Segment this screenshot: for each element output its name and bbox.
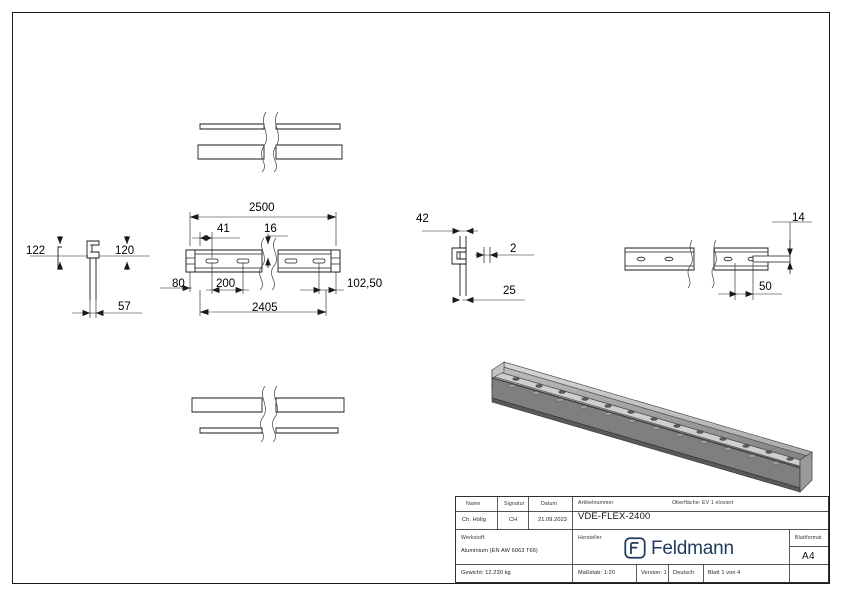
top-plan-view [197,111,343,173]
th-surface: Oberfläche: EV 1 eloxiert [672,500,734,506]
tv-name: Ch. Hölig [462,517,486,523]
dim-label-50: 50 [759,281,772,293]
dim-label-2500: 2500 [249,202,275,214]
tv-sheet-format: A4 [802,551,815,562]
feldmann-f-logo-icon [624,537,646,559]
th-sheet-format: Blattformat [795,535,822,541]
dim-label-80: 80 [172,278,185,290]
dim-label-2: 2 [510,243,517,255]
tv-sheet: Blatt 1 von 4 [708,570,741,576]
th-name: Name [466,501,481,507]
dim-label-122: 122 [26,245,46,257]
title-block-grid [455,496,829,583]
right-end-views [624,221,812,300]
dim-label-102-50: 102,50 [347,278,383,290]
th-article: Artikelnummer [578,500,614,506]
tv-material: Aluminium (EN AW 6063 T66) [461,548,538,554]
left-end-view [30,236,150,318]
tv-date: 21.09.2023 [538,517,567,523]
th-material: Werkstoff: [461,535,486,541]
tv-signature: CH [509,517,518,523]
th-signature: Signatur [504,501,525,507]
th-date: Datum [541,501,558,507]
dim-label-14: 14 [792,212,805,224]
center-elevation-view [160,212,344,316]
cross-section-profile-view [422,227,534,304]
dim-label-57: 57 [118,301,131,313]
tv-scale: Maßstab: 1:20 [578,570,616,576]
dim-label-42: 42 [416,213,429,225]
tv-language: Deutsch [673,570,695,576]
isometric-rail-3d-view [491,361,813,493]
tv-version: Version: 1 [641,570,667,576]
dim-label-25: 25 [503,285,516,297]
tv-article-number: VDE-FLEX-2400 [578,510,651,521]
bottom-plan-view [191,385,345,443]
dim-label-200: 200 [216,278,236,290]
logo-wordmark: Feldmann [651,537,734,559]
manufacturer-logo: Feldmann [624,535,734,561]
dim-label-16: 16 [264,223,277,235]
dim-label-120: 120 [115,245,135,257]
tv-weight: Gewicht: 12.230 kg [461,570,511,576]
sheet-border [12,12,830,584]
th-manufacturer: Hersteller [578,535,602,541]
dim-label-41: 41 [217,223,230,235]
dim-label-2405: 2405 [252,302,278,314]
